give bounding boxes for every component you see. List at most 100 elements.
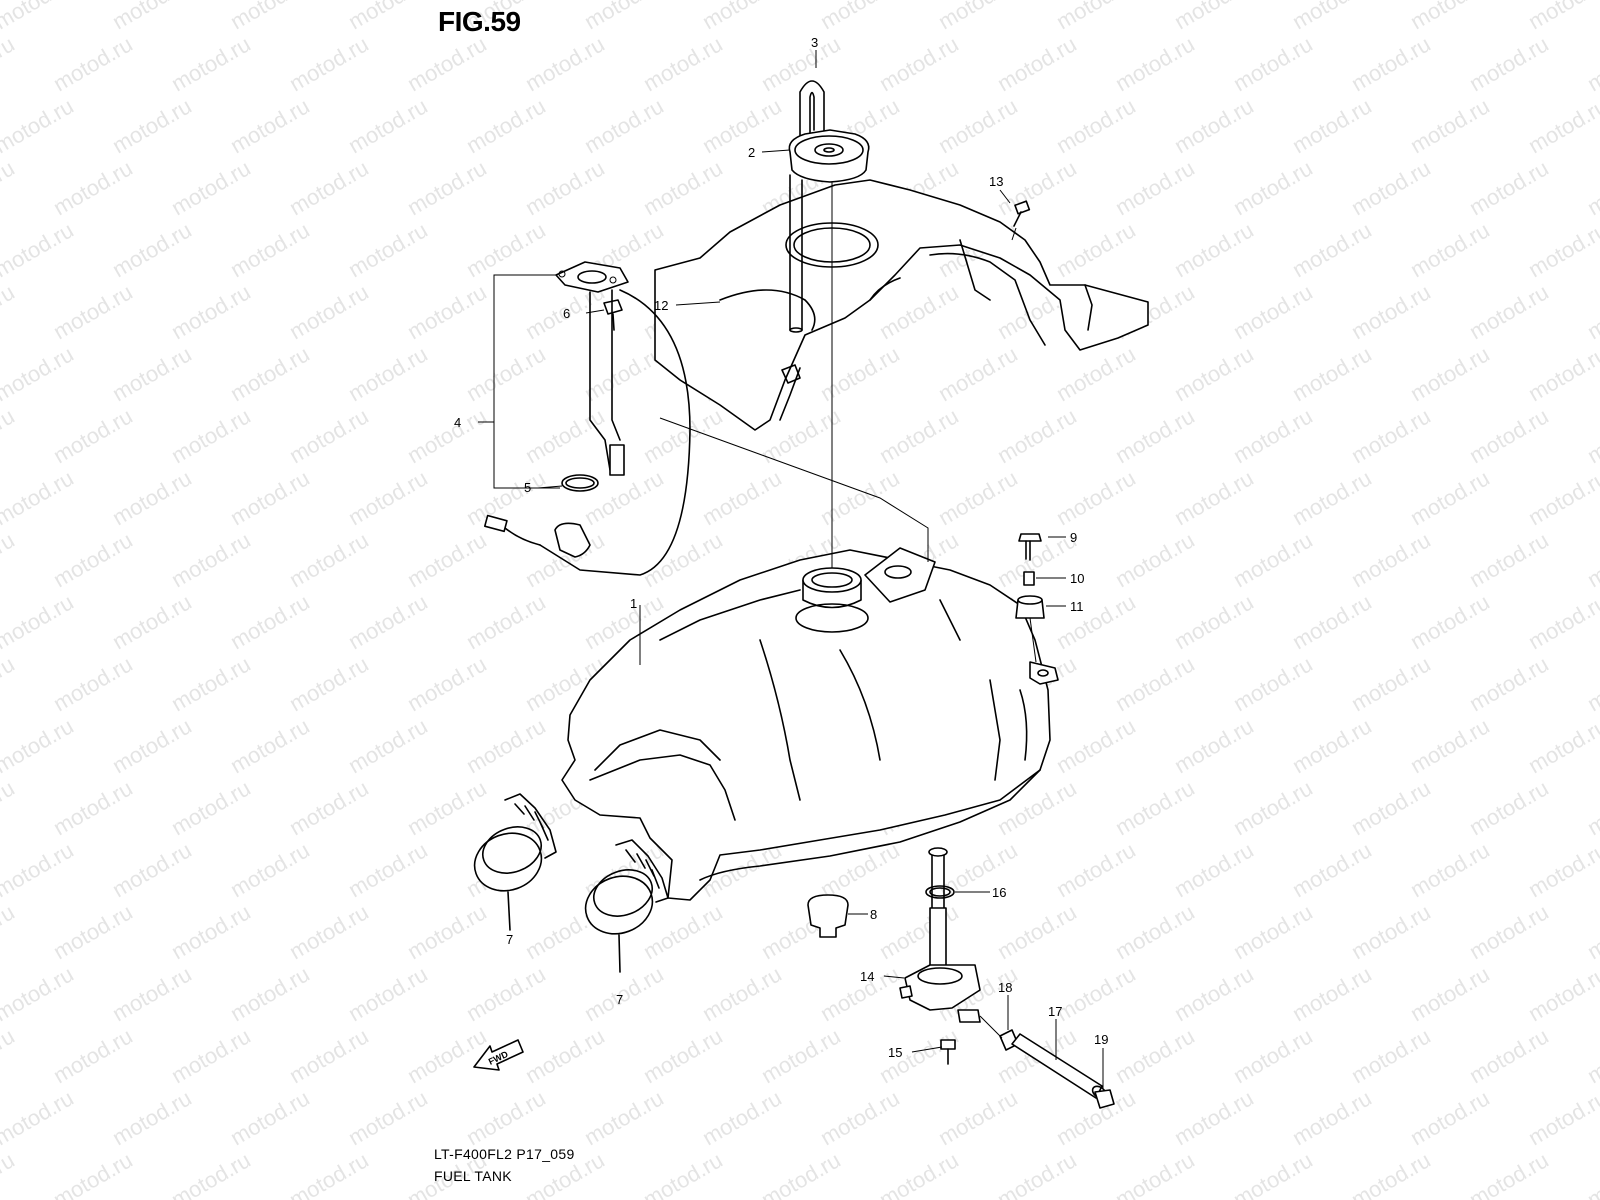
part-12-tank-cover (654, 179, 1149, 431)
watermark-text: motod.ru (226, 465, 314, 530)
watermark-text: motod.ru (49, 403, 137, 468)
watermark-text: motod.ru (344, 589, 432, 654)
watermark-text: motod.ru (934, 837, 1022, 902)
watermark-text: motod.ru (49, 775, 137, 840)
watermark-text: motod.ru (580, 1085, 668, 1150)
watermark-text: motod.ru (167, 31, 255, 96)
watermark-text: motod.ru (285, 279, 373, 344)
watermark-text: motod.ru (1465, 31, 1553, 96)
watermark-text: motod.ru (639, 1147, 727, 1200)
watermark-text: motod.ru (1347, 403, 1435, 468)
watermark-text: motod.ru (1406, 837, 1494, 902)
watermark-text: motod.ru (1229, 651, 1317, 716)
watermark-text: motod.ru (1111, 1147, 1199, 1200)
watermark-text: motod.ru (226, 713, 314, 778)
watermark-text: motod.ru (1465, 1023, 1553, 1088)
watermark-text: motod.ru (344, 837, 432, 902)
watermark-text: motod.ru (1052, 713, 1140, 778)
watermark-text: motod.ru (1229, 279, 1317, 344)
watermark-text: motod.ru (1111, 1023, 1199, 1088)
watermark-text: motod.ru (1229, 403, 1317, 468)
callout-12: 12 (654, 298, 668, 313)
watermark-text: motod.ru (1465, 1147, 1553, 1200)
watermark-text: motod.ru (0, 651, 19, 716)
watermark-text: motod.ru (875, 899, 963, 964)
watermark-text: motod.ru (875, 279, 963, 344)
watermark-text: motod.ru (1229, 775, 1317, 840)
watermark-text: motod.ru (1170, 837, 1258, 902)
watermark-text: motod.ru (49, 1023, 137, 1088)
watermark-text: motod.ru (167, 527, 255, 592)
watermark-text: motod.ru (167, 1147, 255, 1200)
watermark-text: motod.ru (1052, 589, 1140, 654)
watermark-text: motod.ru (1583, 775, 1600, 840)
watermark-text: motod.ru (0, 775, 19, 840)
watermark-text: motod.ru (1406, 93, 1494, 158)
watermark-text: motod.ru (167, 651, 255, 716)
watermark-text: motod.ru (580, 93, 668, 158)
watermark-text: motod.ru (1465, 651, 1553, 716)
watermark-text: motod.ru (462, 713, 550, 778)
watermark-text: motod.ru (0, 1147, 19, 1200)
watermark-text: motod.ru (1229, 155, 1317, 220)
part-1-fuel-tank (561, 547, 1059, 901)
watermark-text: motod.ru (875, 403, 963, 468)
leader-lines (478, 50, 1104, 1088)
figure-caption: FUEL TANK (434, 1168, 512, 1184)
callout-2: 2 (748, 145, 755, 160)
callout-19: 19 (1094, 1032, 1108, 1047)
watermark-text: motod.ru (698, 961, 786, 1026)
watermark-text: motod.ru (698, 0, 786, 34)
callout-10: 10 (1070, 571, 1084, 586)
watermark-text: motod.ru (993, 899, 1081, 964)
callout-7-right: 7 (616, 992, 623, 1007)
watermark-text: motod.ru (49, 31, 137, 96)
watermark-text: motod.ru (344, 341, 432, 406)
watermark-text: motod.ru (1229, 527, 1317, 592)
watermark-text: motod.ru (1406, 589, 1494, 654)
watermark-text: motod.ru (403, 651, 491, 716)
watermark-text: motod.ru (639, 403, 727, 468)
watermark-text: motod.ru (226, 1085, 314, 1150)
watermark-text: motod.ru (934, 93, 1022, 158)
watermark-text: motod.ru (1524, 93, 1600, 158)
part-16-o-ring (925, 885, 955, 899)
watermark-text: motod.ru (462, 1085, 550, 1150)
part-7-clamp-right (584, 839, 669, 973)
watermark-text: motod.ru (1170, 465, 1258, 530)
watermark-text: motod.ru (993, 155, 1081, 220)
callout-3: 3 (811, 35, 818, 50)
part-10-collar (1023, 571, 1035, 586)
watermark-text: motod.ru (108, 837, 196, 902)
watermark-text: motod.ru (1111, 403, 1199, 468)
watermark-text: motod.ru (0, 589, 78, 654)
watermark-text: motod.ru (167, 899, 255, 964)
watermark-text: motod.ru (1406, 217, 1494, 282)
watermark-text: motod.ru (1111, 651, 1199, 716)
watermark-text: motod.ru (816, 0, 904, 34)
watermark-text: motod.ru (639, 899, 727, 964)
watermark-text: motod.ru (698, 465, 786, 530)
part-15-screw (940, 1039, 956, 1065)
watermark-text: motod.ru (934, 341, 1022, 406)
watermark-text: motod.ru (1288, 589, 1376, 654)
watermark-text: motod.ru (1347, 1147, 1435, 1200)
watermark-text: motod.ru (285, 775, 373, 840)
watermark-text: motod.ru (1052, 961, 1140, 1026)
watermark-text: motod.ru (0, 527, 19, 592)
watermark-text: motod.ru (1111, 527, 1199, 592)
callout-18: 18 (998, 980, 1012, 995)
watermark-text: motod.ru (1347, 155, 1435, 220)
watermark-text: motod.ru (0, 1023, 19, 1088)
watermark-text: motod.ru (49, 1147, 137, 1200)
watermark-text: motod.ru (1524, 465, 1600, 530)
watermark-text: motod.ru (49, 279, 137, 344)
watermark-text: motod.ru (108, 589, 196, 654)
watermark-text: motod.ru (580, 0, 668, 34)
watermark-text: motod.ru (639, 155, 727, 220)
watermark-text: motod.ru (0, 1085, 78, 1150)
watermark-text: motod.ru (757, 1023, 845, 1088)
watermark-text: motod.ru (49, 527, 137, 592)
part-19-clip (1094, 1089, 1115, 1109)
watermark-text: motod.ru (403, 527, 491, 592)
